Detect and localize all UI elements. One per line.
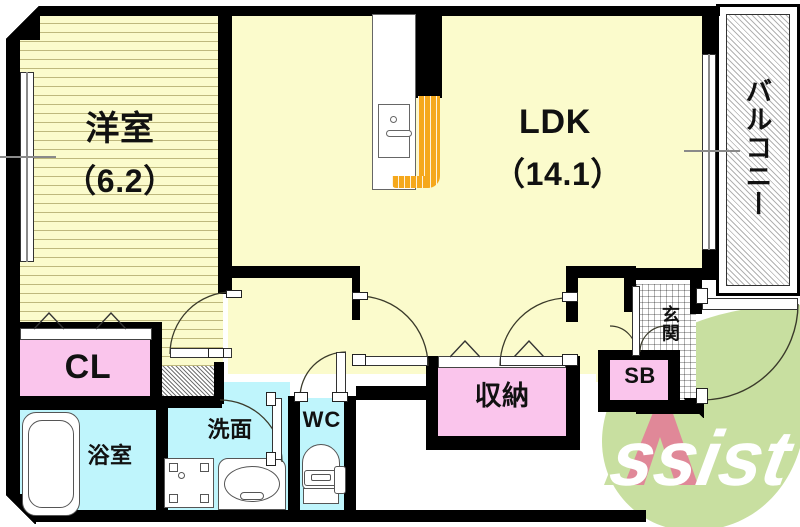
door-jamb-ldk-corridor-top (562, 292, 578, 302)
wall-closet-right (150, 322, 162, 410)
wall-storage-left (426, 356, 438, 450)
room-fill-ldk (228, 14, 716, 274)
door-leaf-entrance (702, 298, 798, 310)
wall-ldk-right-top (702, 6, 716, 54)
kitchen-counter-edge (418, 96, 440, 188)
door-leaf-ldk-corridor (500, 356, 568, 366)
label-storage: 収納 (474, 381, 530, 411)
wall-left-outer (6, 6, 20, 520)
kitchen-counter-edge-bottom (392, 176, 428, 188)
window-ldk-centerline (684, 150, 740, 152)
room-fill-closet (20, 340, 152, 402)
wall-wc-right (344, 396, 356, 522)
door-jamb-entrance-top (696, 288, 708, 304)
wall-storage-bottom (426, 436, 580, 450)
door-jamb-washroom-top (266, 392, 276, 406)
door-arc-hall (357, 295, 429, 367)
door-jamb-wc-right (332, 392, 348, 402)
washer-foot-tr (200, 463, 209, 472)
wall-closet-bottom (6, 396, 156, 410)
wall-hall-top (228, 266, 358, 278)
wall-bottom-outer (6, 510, 646, 522)
closet-fold-mark-right (96, 312, 126, 330)
bathtub-inner (28, 420, 74, 508)
wall-kitchen-stub (416, 6, 442, 98)
washer-foot-br (200, 494, 209, 503)
door-leaf-washroom (272, 398, 282, 460)
wall-shoebox-bevel-l (598, 350, 616, 368)
utility-hatch-block (154, 366, 220, 400)
wall-washroom-top2 (214, 362, 224, 404)
toilet-seat-inner (311, 474, 331, 481)
closet-door-band (20, 328, 152, 340)
kitchen-sink-drain (390, 116, 397, 123)
door-arc-entrance (701, 303, 799, 401)
window-ldk-rail (708, 54, 710, 250)
wall-shoebox-bevel-r (662, 350, 680, 368)
door-arc-ldk-corridor (499, 297, 569, 367)
wall-ldk-right-low (636, 268, 716, 280)
label-yoshitsu-name: 洋室 (85, 110, 155, 148)
door-arc-shoebox-right (639, 325, 667, 353)
wall-washroom-wc (288, 396, 300, 522)
label-bath: 浴室 (87, 443, 133, 468)
closet-fold-mark-left (34, 312, 64, 330)
room-fill-storage (436, 366, 568, 438)
storage-fold-mark-left (450, 340, 480, 358)
door-arc-yoshitsu (169, 291, 233, 355)
wash-basin-tap (240, 492, 264, 500)
storage-fold-mark-right (514, 340, 544, 358)
label-shoebox: SB (624, 363, 656, 388)
label-ldk-area: （14.1） (492, 156, 624, 192)
wall-storage-right (566, 356, 580, 450)
label-balcony: バルコニー (741, 77, 772, 219)
washer-foot-tl (169, 463, 178, 472)
label-toilet: WC (302, 407, 342, 432)
wall-top-outer (14, 6, 720, 16)
label-closet: CL (64, 348, 112, 386)
door-jamb-hall-bot (352, 354, 366, 366)
label-washroom: 洗面 (207, 417, 253, 442)
label-yoshitsu-area: （6.2） (64, 163, 176, 199)
washer-foot-bl (169, 494, 178, 503)
shoebox-partition (632, 286, 640, 356)
door-jamb-wc-left (294, 392, 308, 402)
door-jamb-entrance-bot (696, 388, 708, 404)
room-fill-yoshitsu (18, 14, 223, 374)
kitchen-counter (372, 14, 416, 190)
window-yoshitsu-centerline (0, 156, 56, 158)
door-jamb-hall-top (352, 292, 368, 300)
wall-yoshitsu-ldk (218, 6, 232, 294)
label-ldk-name: LDK (519, 103, 591, 141)
door-leaf-hall (358, 356, 428, 366)
wall-washroom-top (156, 396, 222, 408)
label-genkan: 玄関 (659, 305, 680, 343)
door-leaf-yoshitsu (170, 348, 232, 358)
washer-drain (178, 472, 185, 479)
toilet-control-panel (334, 466, 346, 494)
window-yoshitsu-rail (26, 72, 28, 262)
wall-genkan-left-top (566, 266, 636, 278)
wall-corner-bevel (6, 6, 40, 40)
door-jamb-ldk-corridor-bot (562, 354, 578, 366)
door-jamb-washroom-bot (266, 452, 276, 466)
wall-hall-bottom-left (356, 386, 438, 400)
door-jamb-yoshitsu-bot (208, 348, 224, 358)
kitchen-faucet (386, 130, 412, 137)
room-fill-shoebox (608, 358, 670, 400)
door-jamb-yoshitsu-top (226, 290, 242, 298)
svg-text:ssist: ssist (604, 415, 800, 502)
toilet-tank (303, 488, 339, 504)
